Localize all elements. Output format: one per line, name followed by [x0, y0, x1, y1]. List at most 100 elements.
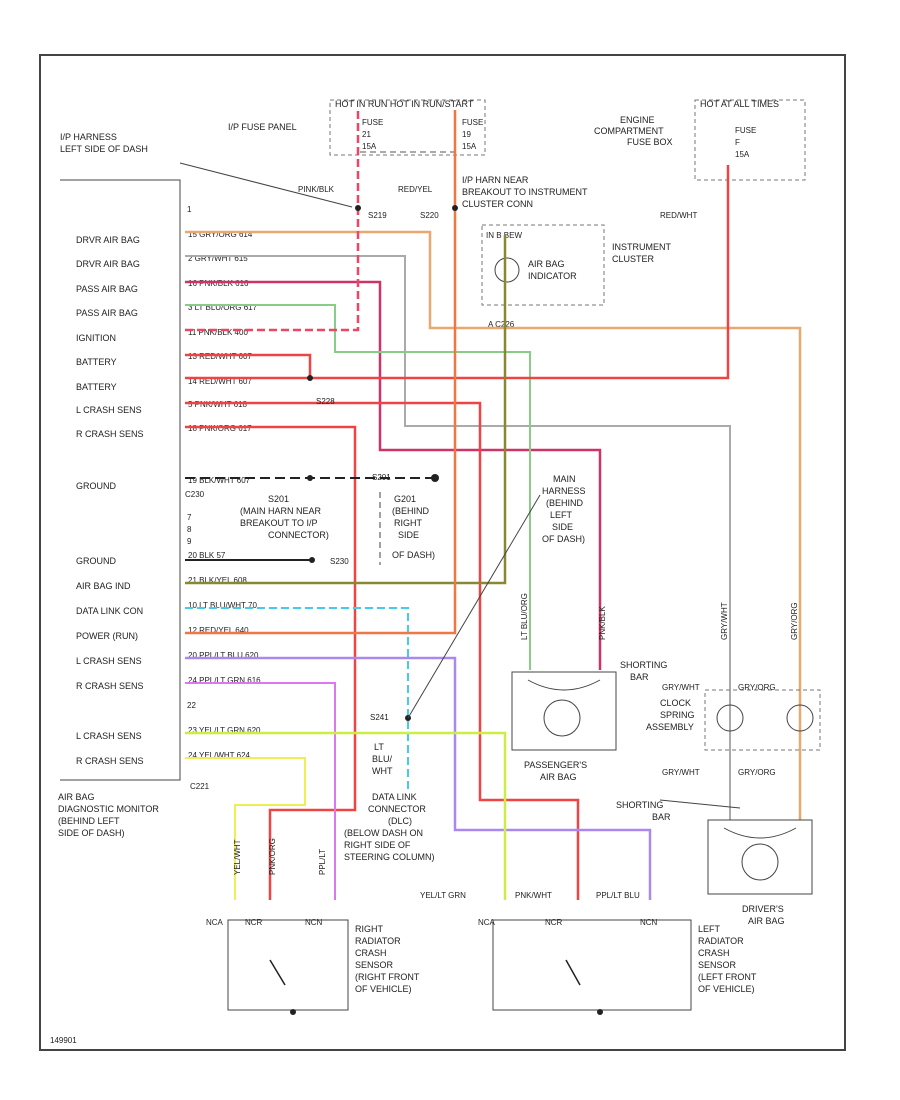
wire-pnk-wht-618: [185, 401, 580, 900]
left-ncr: NCR: [545, 918, 563, 927]
wire-blk-yel-608: [185, 235, 507, 585]
engine-fuse-3: 15A: [735, 150, 750, 159]
engine-fuse-1: FUSE: [735, 126, 756, 135]
monitor-row-label: AIR BAG IND: [76, 581, 131, 591]
monitor-row-pin: 2 GRY/WHT 615: [188, 254, 248, 263]
monitor-row-pin: 12 RED/YEL 640: [188, 626, 249, 635]
lt-blu-wht-3: WHT: [372, 766, 393, 776]
cluster-label-1: INSTRUMENT: [612, 242, 671, 252]
shorting-bar-a-2: BAR: [630, 672, 649, 682]
wire-yel-wht-624: [185, 757, 306, 900]
passenger-bag-label-2: AIR BAG: [540, 772, 577, 782]
s219-label: S219: [368, 211, 387, 220]
right-sensor-switch: [269, 959, 286, 986]
monitor-outline: [60, 179, 181, 781]
indicator-label-2: INDICATOR: [528, 271, 577, 281]
s220-label: S220: [420, 211, 439, 220]
monitor-row-pin: 5 PNK/WHT 618: [188, 400, 248, 409]
monitor-row-pin: 14 RED/WHT 607: [188, 377, 252, 386]
ground-right-note-3: RIGHT: [394, 518, 423, 528]
ip-harness-note-2: LEFT SIDE OF DASH: [60, 144, 148, 154]
s230-dot: [309, 557, 315, 563]
ppl-lt-blu-label: PPL/LT BLU: [596, 891, 640, 900]
left-sensor-label-2: RADIATOR: [698, 936, 744, 946]
wire-red-wht-607-a: [185, 353, 312, 378]
right-sensor-label-4: SENSOR: [355, 960, 394, 970]
ground-splice-note-2: (MAIN HARN NEAR: [240, 506, 322, 516]
fuse-19-line3: 15A: [462, 142, 477, 151]
pnk-wht-label: PNK/WHT: [515, 891, 552, 900]
fuse-21-line2: 21: [362, 130, 371, 139]
main-harness-note-2: HARNESS: [542, 486, 586, 496]
clock-spring-label-3: ASSEMBLY: [646, 722, 694, 732]
right-sensor-label-6: OF VEHICLE): [355, 984, 412, 994]
right-sensor-label-2: RADIATOR: [355, 936, 401, 946]
c226-label: A C226: [488, 320, 515, 329]
wire-pnk-blk-400: [185, 110, 360, 332]
c230-label: C230: [185, 490, 205, 499]
wire-red-wht-607-b: [185, 165, 730, 380]
left-ncn: NCN: [640, 918, 658, 927]
monitor-row-pin: 11 PNK/BLK 400: [188, 328, 248, 337]
data-link-note-2: CONNECTOR: [368, 804, 426, 814]
monitor-row-pin: 20 BLK 57: [188, 551, 226, 560]
left-sensor-label-6: OF VEHICLE): [698, 984, 755, 994]
monitor-row-label: R CRASH SENS: [76, 756, 144, 766]
monitor-row-label: BATTERY: [76, 382, 117, 392]
wire-pnk-blk-616: [185, 280, 602, 670]
right-sensor-label-5: (RIGHT FRONT: [355, 972, 420, 982]
monitor-row-pin: 16 PNK/BLK 616: [188, 279, 249, 288]
ground-splice-note-1: S201: [268, 494, 289, 504]
data-link-note-3: (DLC): [388, 816, 412, 826]
shorting-bar-b-2: BAR: [652, 812, 671, 822]
ground-splice-dot: [307, 475, 313, 481]
air-bag-indicator-lamp: [494, 257, 520, 283]
diagram-code: 149901: [50, 1036, 77, 1045]
passenger-air-bag-module: [543, 699, 581, 737]
breakout-note-3: CLUSTER CONN: [462, 199, 533, 209]
shorting-bar-a-1: SHORTING: [620, 660, 667, 670]
engine-fuse-box: [694, 99, 806, 181]
wire-pnk-org-617: [185, 425, 357, 900]
monitor-row-pin: 3 LT BLU/ORG 617: [188, 303, 258, 312]
right-sensor-label-3: CRASH: [355, 948, 387, 958]
wire-red-yel-640: [185, 110, 457, 635]
left-sensor-switch: [565, 959, 581, 986]
engine-fuse-header: HOT AT ALL TIMES: [700, 99, 779, 109]
ip-fuse-header: HOT IN RUN HOT IN RUN/START: [335, 99, 474, 109]
monitor-row-label: PASS AIR BAG: [76, 308, 138, 318]
s230-label: S230: [330, 557, 349, 566]
monitor-row-label: GROUND: [76, 481, 116, 491]
drv-gry-wht-label: GRY/WHT: [662, 768, 700, 777]
left-sensor-label-4: SENSOR: [698, 960, 737, 970]
driver-bag-label-1: DRIVER'S: [742, 904, 784, 914]
red-yel-label: RED/YEL: [398, 185, 433, 194]
main-harness-note-5: SIDE: [552, 522, 573, 532]
left-crash-sensor-box: [492, 919, 692, 1011]
main-harness-note-6: OF DASH): [542, 534, 585, 544]
data-link-note-4: (BELOW DASH ON: [344, 828, 423, 838]
main-harness-leader: [407, 494, 541, 719]
monitor-row-label: R CRASH SENS: [76, 681, 144, 691]
monitor-row-label: GROUND: [76, 556, 116, 566]
battery-splice-dot: [307, 375, 313, 381]
monitor-pin-8: 8: [187, 525, 192, 534]
breakout-note-2: BREAKOUT TO INSTRUMENT: [462, 187, 588, 197]
s201-dot-label: S201: [372, 473, 391, 482]
right-sensor-ground-dot: [290, 1009, 296, 1015]
s220-dot: [452, 205, 458, 211]
g201-dot: [431, 474, 439, 482]
ip-harness-note-1: I/P HARNESS: [60, 132, 117, 142]
wire-yel-lt-grn-620: [185, 731, 507, 900]
right-crash-sensor-box: [227, 919, 349, 1011]
monitor-row-pin: 10 LT BLU/WHT 70: [188, 601, 257, 610]
monitor-pin-22: 22: [187, 701, 196, 710]
clock-spring-right: [786, 704, 814, 732]
ground-splice-note-4: CONNECTOR): [268, 530, 329, 540]
monitor-row-pin: 23 YEL/LT GRN 620: [188, 726, 261, 735]
clock-spring-label-1: CLOCK: [660, 698, 691, 708]
monitor-row-pin: 15 GRY/ORG 614: [188, 230, 253, 239]
breakout-note-1: I/P HARN NEAR: [462, 175, 529, 185]
v-pnk-blk-label: PNK/BLK: [598, 606, 607, 640]
monitor-pin-9: 9: [187, 537, 192, 546]
